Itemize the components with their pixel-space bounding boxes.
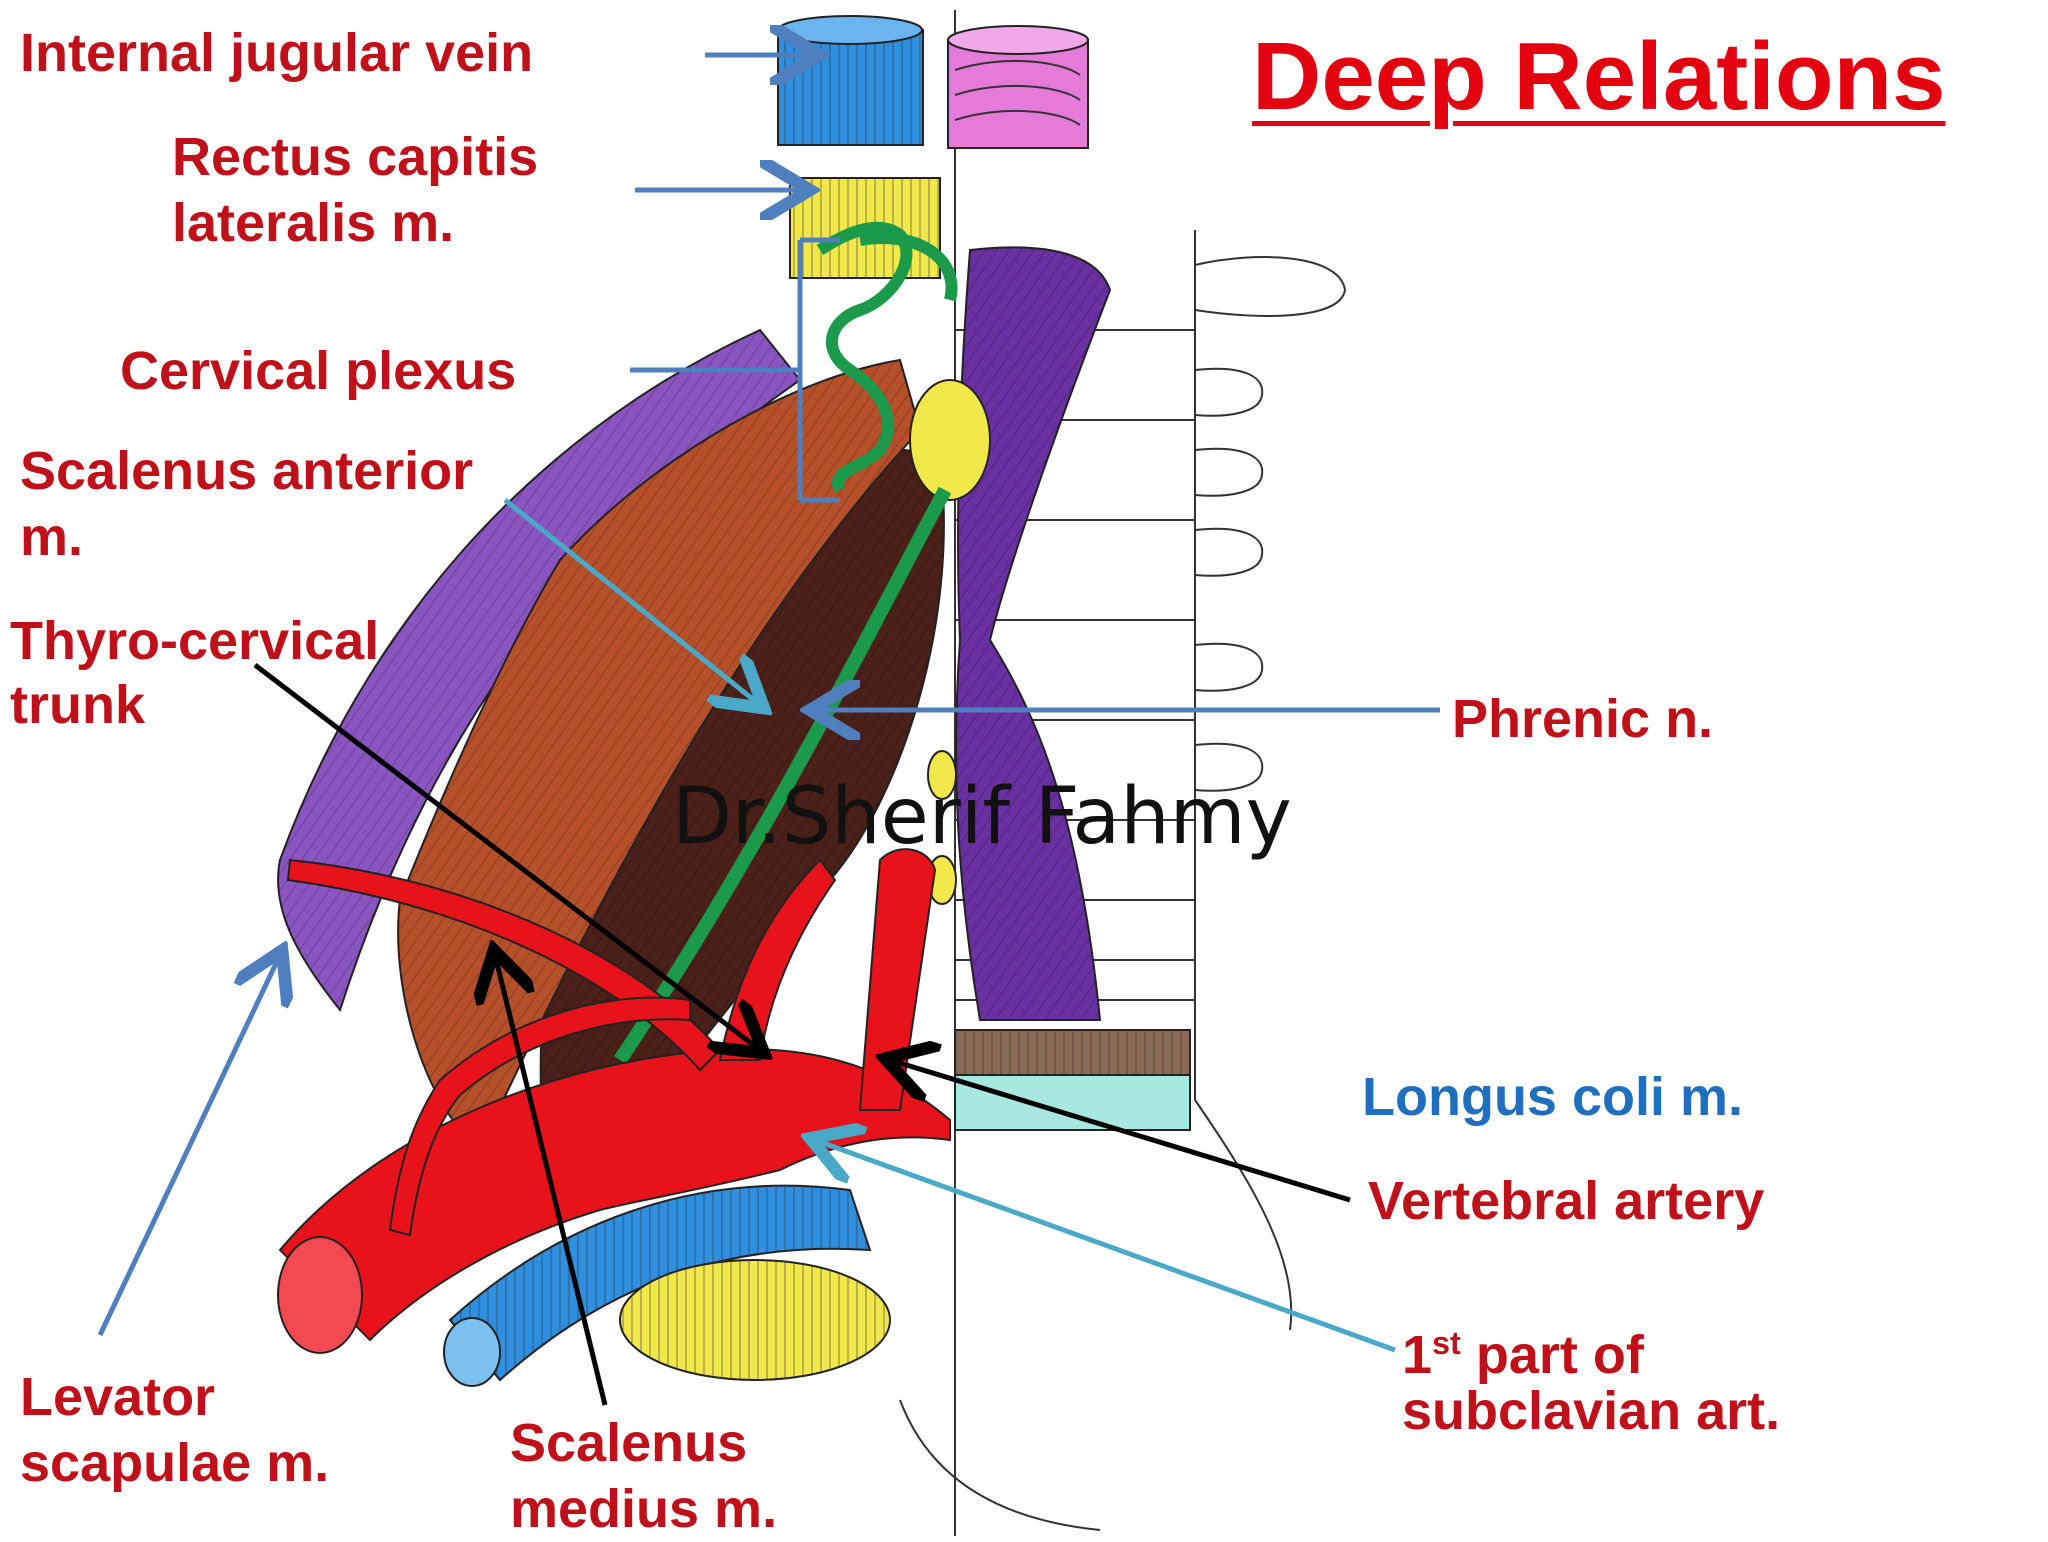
cervical-plexus-shape [816,221,958,493]
clavicle-shape [619,1259,891,1381]
label-scalenus-medius-line1: Scalenus [510,1413,748,1473]
label-thyro-cervical-line2: trunk [10,675,145,735]
label-subclavian-line1: 1st part of [1402,1310,1644,1388]
label-subclavian-number: 1 [1402,1325,1433,1385]
intervertebral-disc-shape [954,1029,1191,1131]
label-subclavian-ordinal: st [1432,1325,1461,1361]
label-rectus-capitis-line1: Rectus capitis [172,127,539,187]
pointer-scalenus-medius [495,955,608,1406]
label-longus-coli: Longus coli m. [1362,1067,1744,1127]
label-levator-line2: scapulae m. [20,1433,330,1493]
internal-jugular-vein-shape [777,15,924,146]
label-subclavian-line2: subclavian art. [1402,1381,1781,1441]
subclavian-artery-shape [277,848,951,1354]
label-scalenus-anterior-line1: Scalenus anterior [20,441,474,501]
page-title: Deep Relations [1252,23,1946,130]
yellow-ganglion-shape [909,379,991,905]
watermark: Dr.Sherif Fahmy [672,772,1292,862]
phrenic-nerve-shape [614,486,952,1064]
label-levator-line1: Levator [20,1367,216,1427]
label-internal-jugular-vein: Internal jugular vein [20,23,534,83]
label-thyro-cervical-line1: Thyro-cervical [10,611,380,671]
label-subclavian-rest: part of [1460,1325,1644,1385]
label-cervical-plexus: Cervical plexus [120,341,517,401]
longus-coli-shape [955,246,1112,1021]
label-phrenic-nerve: Phrenic n. [1452,689,1714,749]
pink-cylinder-shape [947,25,1089,149]
pointer-lines [97,55,1440,1406]
pointer-scalenus-anterior [503,498,760,705]
pointer-cervical-plexus [630,237,840,503]
pointer-levator-scapulae [97,955,280,1337]
label-rectus-capitis-line2: lateralis m. [172,193,455,253]
pointer-subclavian [815,1140,1396,1353]
label-scalenus-medius-line2: medius m. [510,1479,778,1539]
label-scalenus-anterior-line2: m. [20,507,84,567]
pointer-vertebral-artery [890,1060,1351,1203]
pointer-thyro-cervical [253,663,760,1050]
label-vertebral-artery: Vertebral artery [1368,1171,1765,1231]
